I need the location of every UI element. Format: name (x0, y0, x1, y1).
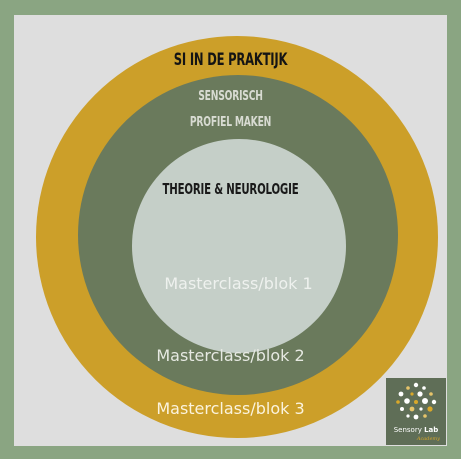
sensory-lab-logo: Sensory Lab Academy (386, 378, 446, 445)
logo-wordmark: Sensory Lab (386, 426, 446, 434)
core-label: Masterclass/blok 1 (164, 274, 313, 293)
outer-ring-title: SI in de praktijk (173, 50, 288, 70)
dots-logo-icon (396, 382, 437, 420)
core-title: Theorie & Neurologie (162, 180, 299, 198)
outer-ring-label: Masterclass/blok 3 (156, 399, 305, 418)
middle-ring-title-line1: Sensorisch (198, 88, 263, 104)
logo-tagline: Academy (416, 436, 440, 442)
logo-brand-second: Lab (424, 426, 439, 434)
middle-ring-label: Masterclass/blok 2 (156, 346, 305, 365)
logo-brand-first: Sensory (393, 426, 422, 434)
core-circle (132, 139, 346, 353)
middle-ring-title-line2: profiel maken (189, 114, 272, 130)
